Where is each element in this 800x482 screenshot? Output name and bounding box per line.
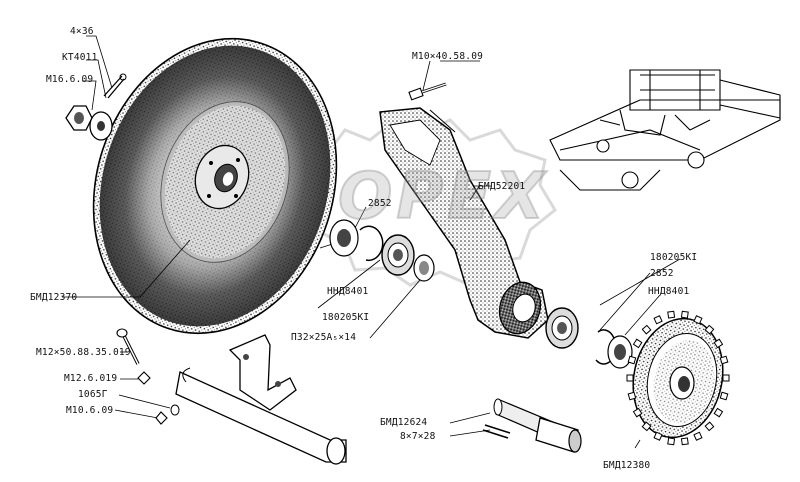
shaft-bmd12624 xyxy=(482,398,582,453)
label-p32x25a5x14: П32×25А₅×14 xyxy=(291,332,357,343)
label-1065g: 1065Г xyxy=(78,389,108,400)
label-m12-6-019: М12.6.019 xyxy=(64,373,118,384)
bearing-set-right xyxy=(545,307,633,369)
machine-frame xyxy=(549,69,781,191)
sprocket-tooth xyxy=(719,391,729,401)
sprocket-tooth xyxy=(627,391,637,401)
leader-lines xyxy=(62,35,681,449)
label-m12x50: М12×50.88.35.019 xyxy=(36,347,131,358)
sprocket-tooth xyxy=(667,437,676,446)
label-m10-6-09: М10.6.09 xyxy=(66,405,114,416)
label-2852-right: 2852 xyxy=(650,268,674,279)
label-bmd12380: БМД12380 xyxy=(603,460,651,471)
sprocket-tooth xyxy=(722,374,730,382)
label-180205k-right: 180205КI xyxy=(650,252,698,263)
sprocket-tooth xyxy=(632,407,643,418)
label-bmd12624: БМД12624 xyxy=(380,417,428,428)
sprocket-tooth xyxy=(626,374,634,382)
bolt-m10x40 xyxy=(408,82,447,101)
label-180205k-left: 180205КI xyxy=(322,312,370,323)
sprocket-tooth xyxy=(632,338,643,349)
sprocket-tooth xyxy=(713,338,724,349)
sprocket-tooth xyxy=(627,355,637,365)
sprocket-tooth xyxy=(704,421,715,432)
sprocket-tooth xyxy=(693,431,703,441)
sprocket-bmd12380 xyxy=(626,310,730,446)
sprocket-tooth xyxy=(713,407,724,418)
arm-bmd52201 xyxy=(379,107,549,339)
nut-m16-assembly xyxy=(65,73,127,141)
label-8x7x28: 8×7×28 xyxy=(400,431,436,442)
sprocket-tooth xyxy=(704,324,715,335)
label-2852-left: 2852 xyxy=(368,198,392,209)
disc-bmd12370 xyxy=(92,37,338,335)
fasteners-lower-left xyxy=(116,328,180,425)
label-m10x40-58-09: М10×40.58.09 xyxy=(412,51,484,62)
label-kt4011: КТ4011 xyxy=(62,52,98,63)
sprocket-tooth xyxy=(653,431,663,441)
sprocket-tooth xyxy=(641,324,652,335)
bracket-and-tube xyxy=(175,334,347,465)
bearing-set-left xyxy=(329,219,435,282)
label-nnd8401-right: ННД8401 xyxy=(648,286,690,297)
sprocket-tooth xyxy=(693,315,703,325)
sprocket-tooth xyxy=(641,421,652,432)
sprocket-tooth xyxy=(680,437,689,446)
label-m16-6-09: М16.6.09 xyxy=(46,74,94,85)
label-bmd52201: БМД52201 xyxy=(478,181,526,192)
label-4x36: 4×36 xyxy=(70,26,94,37)
sprocket-tooth xyxy=(653,315,663,325)
label-bmd12370: БМД12370 xyxy=(30,292,78,303)
sprocket-tooth xyxy=(667,310,676,319)
label-nnd8401-left: ННД8401 xyxy=(327,286,369,297)
sprocket-tooth xyxy=(719,355,729,365)
sprocket-tooth xyxy=(680,310,689,319)
watermark-text: ОРЕХ xyxy=(337,159,549,235)
